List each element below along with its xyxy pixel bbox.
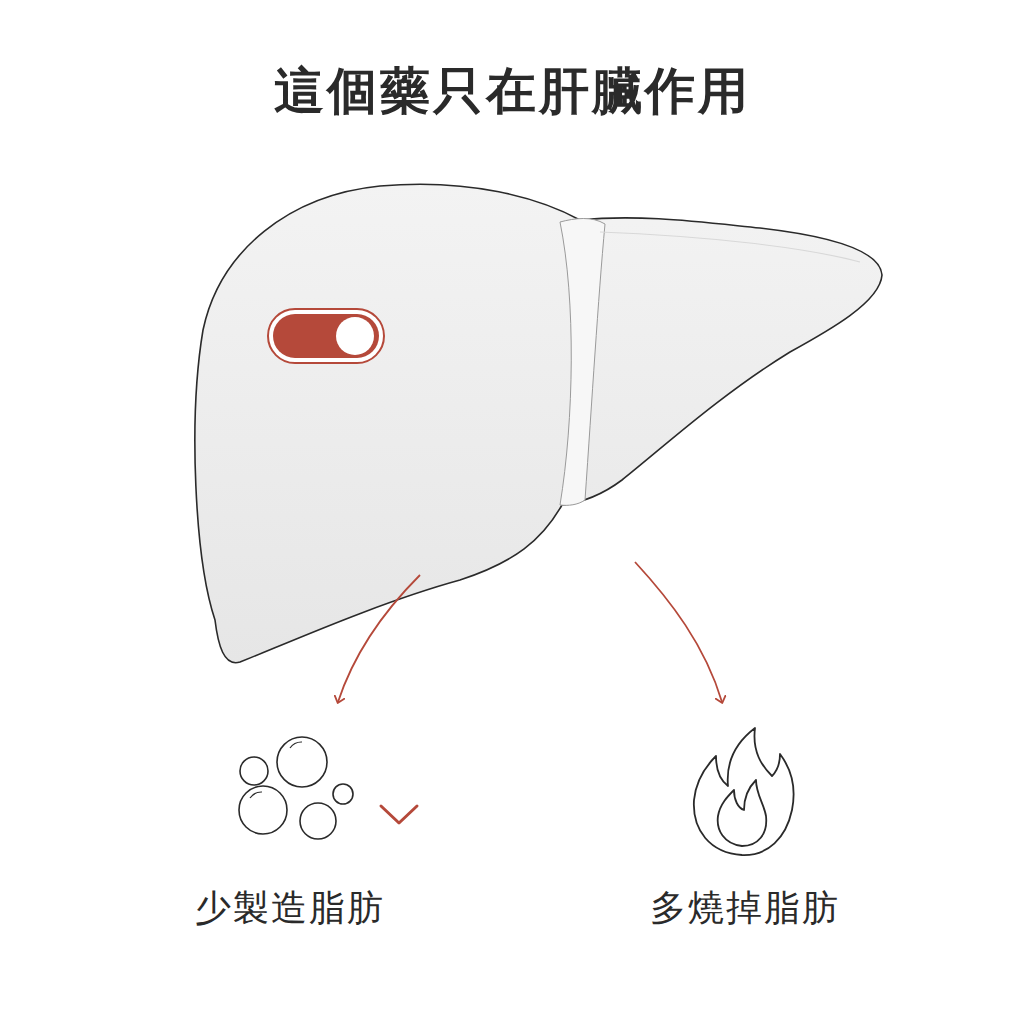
- ligament-band: [560, 219, 605, 506]
- arrow-right: [635, 562, 722, 702]
- fat-bubbles-icon: [239, 737, 353, 839]
- diagram-title: 這個藥只在肝臟作用: [274, 58, 751, 125]
- decrease-chevron: [381, 806, 417, 823]
- liver-outline: [195, 184, 882, 663]
- effect-label: 少製造脂肪: [195, 884, 385, 933]
- arrow-left: [338, 575, 420, 702]
- effect-label: 多燒掉脂肪: [650, 884, 840, 933]
- flame-icon: [694, 728, 794, 855]
- liver-lobe-shading: [600, 232, 860, 262]
- toggle-switch: [268, 309, 384, 363]
